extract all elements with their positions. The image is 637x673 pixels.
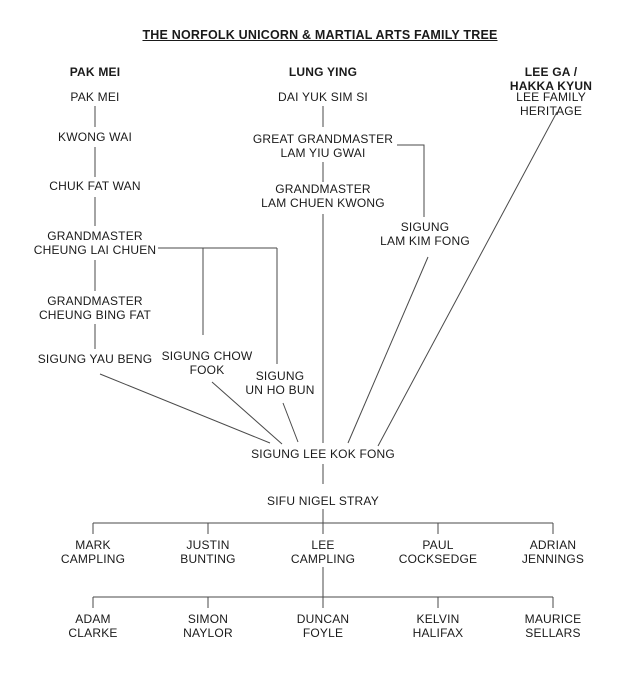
connector-kimfong-leekokfong bbox=[347, 256, 429, 444]
node-sifu-nigel-stray: SIFU NIGEL STRAY bbox=[267, 494, 379, 508]
page-title: THE NORFOLK UNICORN & MARTIAL ARTS FAMIL… bbox=[142, 28, 498, 42]
node-lee-family-heritage: LEE FAMILY HERITAGE bbox=[516, 90, 586, 118]
header-pak-mei: PAK MEI bbox=[69, 65, 121, 79]
node-maurice-sellars: MAURICE SELLARS bbox=[524, 612, 582, 640]
connector-unhobun-leekokfong bbox=[282, 402, 299, 443]
node-sigung-un-ho-bun: SIGUNG UN HO BUN bbox=[245, 369, 315, 397]
node-sigung-lee-kok-fong: SIGUNG LEE KOK FONG bbox=[251, 447, 395, 461]
node-cheung-lai-chuen: GRANDMASTER CHEUNG LAI CHUEN bbox=[33, 229, 157, 257]
node-lam-yiu-gwai: GREAT GRANDMASTER LAM YIU GWAI bbox=[252, 132, 394, 160]
node-kwong-wai: KWONG WAI bbox=[57, 130, 133, 144]
row1-distribution-bar bbox=[92, 522, 554, 534]
node-sigung-chow-fook: SIGUNG CHOW FOOK bbox=[161, 349, 253, 377]
node-chuk-fat-wan: CHUK FAT WAN bbox=[49, 179, 141, 193]
header-lee-ga-hakka-kyun: LEE GA / HAKKA KYUN bbox=[509, 65, 593, 93]
node-adam-clarke: ADAM CLARKE bbox=[68, 612, 118, 640]
row2-distribution-bar bbox=[92, 596, 554, 608]
connector-yiugwai-kimfong-bracket bbox=[397, 144, 425, 217]
connector-yaubeng-leekokfong bbox=[99, 373, 271, 444]
connector-chowfook-leekokfong bbox=[211, 381, 283, 445]
node-sigung-yau-beng: SIGUNG YAU BENG bbox=[37, 352, 153, 366]
node-lam-chuen-kwong: GRANDMASTER LAM CHUEN KWONG bbox=[261, 182, 385, 210]
connector-laichuen-branch-bracket bbox=[158, 247, 278, 364]
node-mark-campling: MARK CAMPLING bbox=[60, 538, 126, 566]
node-simon-naylor: SIMON NAYLOR bbox=[183, 612, 233, 640]
connector-heritage-leekokfong bbox=[377, 111, 558, 447]
node-sigung-lam-kim-fong: SIGUNG LAM KIM FONG bbox=[380, 220, 470, 248]
node-adrian-jennings: ADRIAN JENNINGS bbox=[521, 538, 585, 566]
node-duncan-foyle: DUNCAN FOYLE bbox=[296, 612, 350, 640]
node-kelvin-halifax: KELVIN HALIFAX bbox=[412, 612, 464, 640]
header-lung-ying: LUNG YING bbox=[288, 65, 358, 79]
node-justin-bunting: JUSTIN BUNTING bbox=[180, 538, 236, 566]
node-paul-cocksedge: PAUL COCKSEDGE bbox=[398, 538, 478, 566]
node-cheung-bing-fat: GRANDMASTER CHEUNG BING FAT bbox=[38, 294, 152, 322]
node-dai-yuk-sim-si: DAI YUK SIM SI bbox=[278, 90, 368, 104]
node-lee-campling: LEE CAMPLING bbox=[290, 538, 356, 566]
node-pak-mei: PAK MEI bbox=[70, 90, 120, 104]
